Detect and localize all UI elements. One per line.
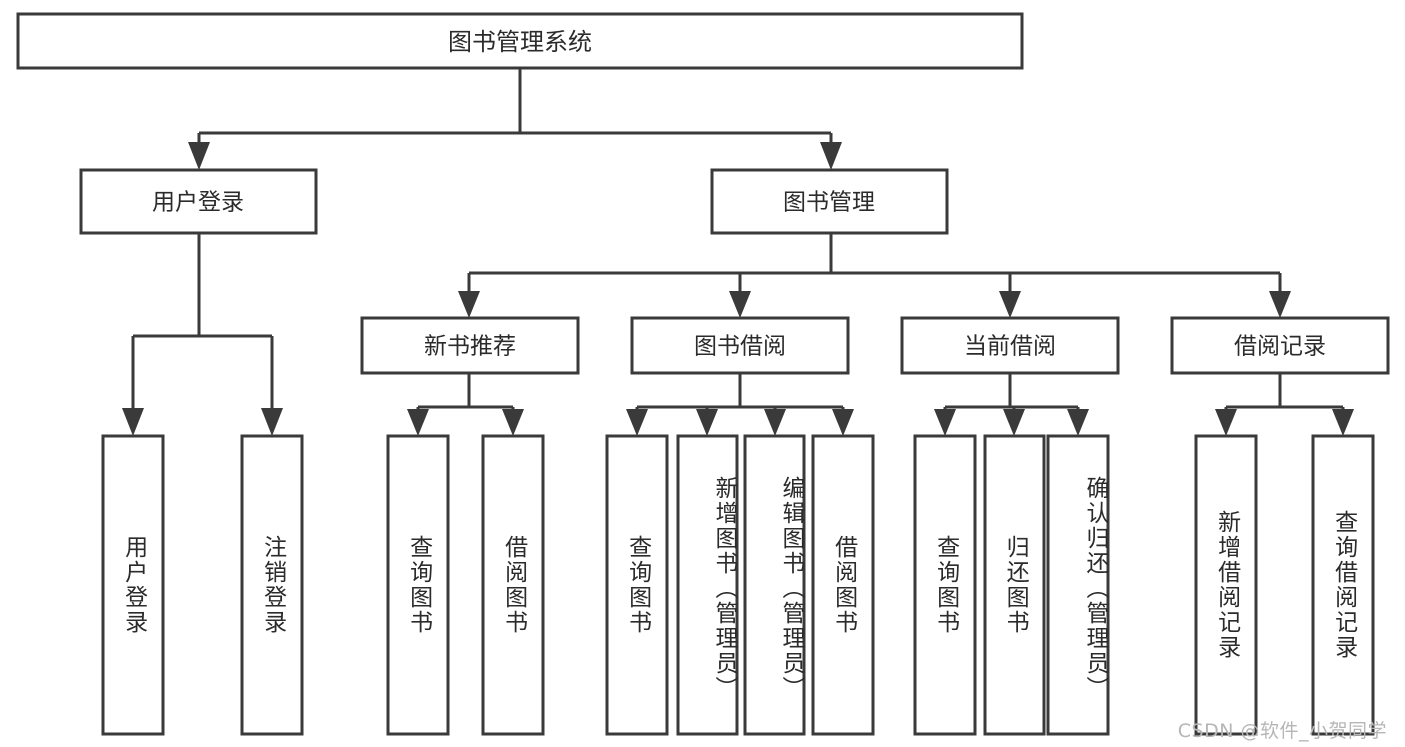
arrow-to-leaf-logout: [261, 408, 283, 436]
node-leaf-edit-book-box[interactable]: [743, 434, 806, 736]
arrow-to-leaf-edit-book: [764, 409, 786, 436]
node-borrow-record-box[interactable]: [1170, 316, 1390, 375]
arrow-to-book-manage: [820, 142, 842, 170]
arrow-to-borrow-record: [1269, 291, 1291, 318]
node-leaf-confirm-return-box[interactable]: [1046, 434, 1110, 736]
arrow-to-leaf-query-book-2: [626, 409, 648, 436]
node-leaf-user-login-box[interactable]: [101, 434, 165, 736]
arrow-to-leaf-borrow-book-1: [502, 409, 524, 436]
node-book-borrow-label: 图书借阅: [694, 334, 786, 360]
arrow-to-new-book-recommend: [458, 291, 480, 318]
node-leaf-query-book-3-box[interactable]: [913, 434, 977, 736]
node-leaf-query-book-1-box[interactable]: [386, 434, 450, 736]
arrow-to-leaf-confirm-return: [1067, 409, 1089, 436]
node-leaf-return-book-box[interactable]: [983, 434, 1046, 736]
node-new-book-recommend-label: 新书推荐: [424, 334, 516, 360]
csdn-watermark: CSDN @软件_小贺同学: [1177, 720, 1387, 742]
node-leaf-query-record-box[interactable]: [1311, 434, 1375, 736]
arrow-to-current-borrow: [999, 291, 1021, 318]
arrow-to-leaf-query-book-1: [407, 409, 429, 436]
node-book-manage-box[interactable]: [710, 168, 949, 235]
node-borrow-record-label: 借阅记录: [1234, 334, 1326, 360]
arrow-to-leaf-return-book: [1003, 409, 1025, 436]
node-current-borrow-box[interactable]: [900, 316, 1120, 375]
arrow-to-leaf-query-record: [1332, 409, 1354, 436]
node-leaf-add-record-box[interactable]: [1194, 434, 1258, 736]
node-book-borrow-box[interactable]: [630, 316, 850, 375]
arrow-to-leaf-add-book: [696, 409, 718, 436]
node-leaf-query-book-2-box[interactable]: [605, 434, 669, 736]
node-leaf-borrow-book-2-box[interactable]: [811, 434, 875, 736]
arrow-to-leaf-add-record: [1215, 409, 1237, 436]
arrow-to-leaf-user-login: [122, 408, 144, 436]
node-new-book-recommend-box[interactable]: [360, 316, 580, 375]
node-current-borrow-label: 当前借阅: [964, 334, 1056, 360]
arrow-to-leaf-borrow-book-2: [832, 409, 854, 436]
nodes-layer: 图书管理系统 用户登录 图书管理 新书推荐 图书借阅 当前借阅 借阅记录: [16, 12, 1390, 736]
node-book-manage-label: 图书管理: [783, 190, 875, 216]
node-leaf-add-book-box[interactable]: [676, 434, 739, 736]
edges-layer: [122, 68, 1354, 436]
node-user-login-label: 用户登录: [152, 190, 244, 216]
arrow-to-leaf-query-book-3: [934, 409, 956, 436]
arrow-to-user-login: [188, 142, 210, 170]
node-leaf-logout-box[interactable]: [240, 434, 304, 736]
node-root-label: 图书管理系统: [448, 28, 592, 56]
node-root-box[interactable]: [16, 12, 1024, 70]
node-user-login-box[interactable]: [79, 168, 318, 235]
node-leaf-borrow-book-1-box[interactable]: [481, 434, 545, 736]
arrow-to-book-borrow: [729, 291, 751, 318]
